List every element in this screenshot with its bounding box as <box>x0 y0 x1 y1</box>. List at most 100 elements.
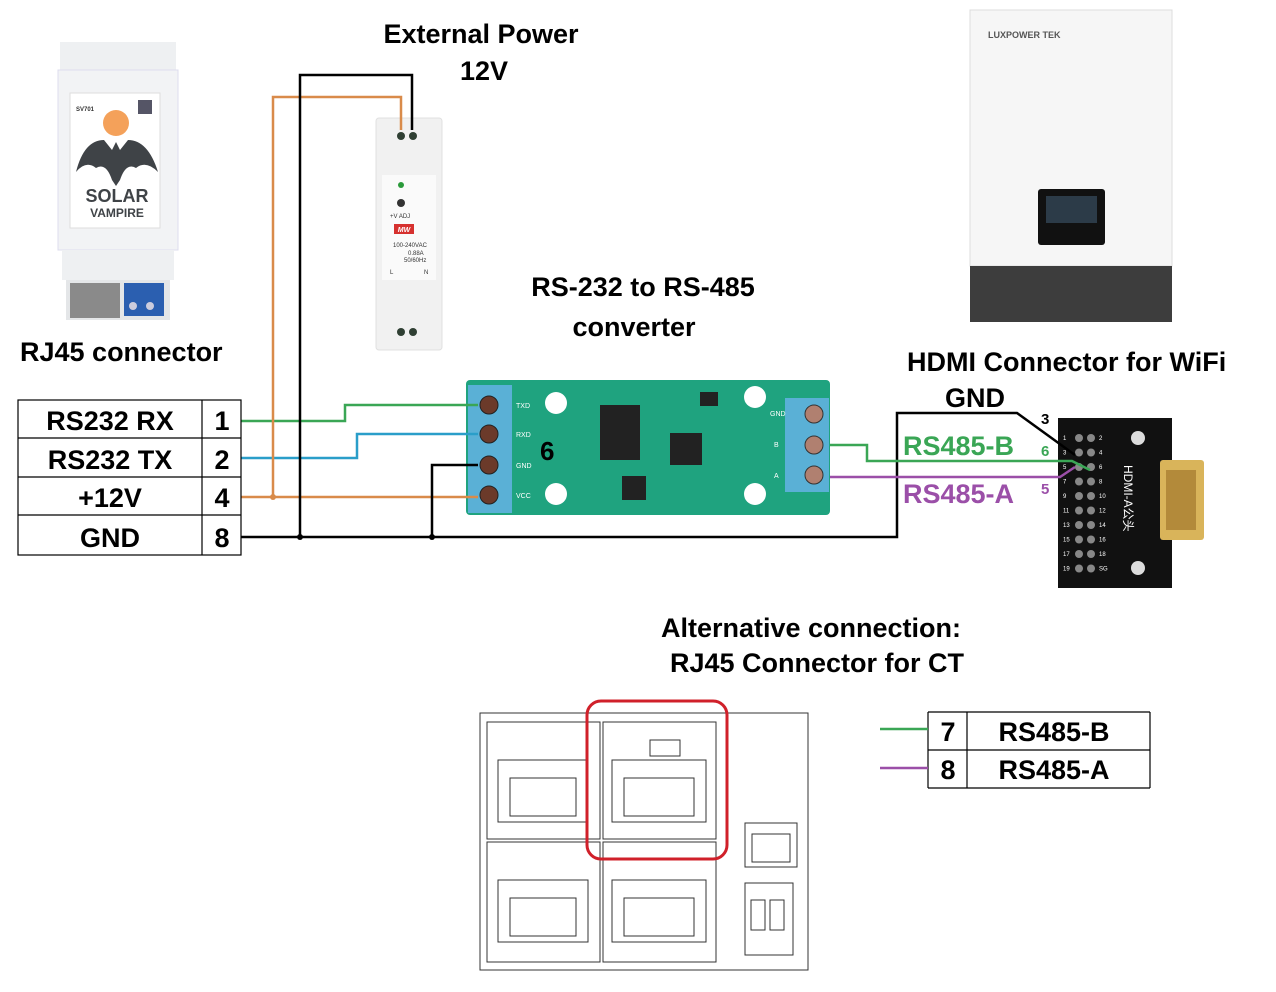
hdmi-pin-number: 15 <box>1063 538 1070 544</box>
ct-pin: 7 <box>940 717 955 747</box>
rj45-port <box>70 283 120 318</box>
meanwell-logo <box>394 224 414 234</box>
rj45-port-ct <box>611 739 707 823</box>
chip-u9 <box>622 476 646 500</box>
mounting-hole <box>744 483 766 505</box>
hdmi-pin-pad <box>1087 506 1095 515</box>
hdmi-pin-number: 17 <box>1063 552 1070 558</box>
hdmi-pin-pad <box>1087 448 1095 457</box>
alternative-title: Alternative connection: <box>661 613 961 643</box>
mounting-hole <box>545 483 567 505</box>
inverter-logo: LUXPOWER TEK <box>988 30 1061 40</box>
hdmi-pin-pad <box>1075 434 1083 442</box>
rj45-connector-title: RJ45 connector <box>20 337 223 367</box>
hdmi-pin-pad <box>1087 535 1095 544</box>
hdmi-pin-number: 11 <box>1063 509 1070 515</box>
ct-signal: RS485-A <box>998 755 1109 785</box>
solar-vampire-device: SV701 SOLAR VAMPIRE <box>57 42 179 320</box>
ct-port-highlight <box>585 699 729 861</box>
hdmi-pin-number: 1 <box>1063 436 1067 442</box>
hdmi-pin-b: 6 <box>1041 443 1049 460</box>
wire-rs485-b <box>830 443 1091 472</box>
rj45-pin: 2 <box>214 445 229 475</box>
wire-gnd-supply <box>298 73 414 537</box>
brand-vampire: VAMPIRE <box>90 206 144 220</box>
hdmi-pin-pad <box>1087 550 1095 558</box>
hdmi-pin-a: 5 <box>1041 481 1049 498</box>
alternative-subtitle: RJ45 Connector for CT <box>670 648 965 678</box>
rj45-pin: 4 <box>214 483 229 513</box>
hdmi-pin-number: 12 <box>1099 509 1106 515</box>
right-gnd-label: GND <box>770 411 786 418</box>
rj45-port-1 <box>497 759 589 823</box>
external-power-title: External Power <box>383 19 579 49</box>
rj45-pinout-table <box>17 399 242 556</box>
rj45-pin: 1 <box>214 406 229 436</box>
hdmi-pin-number: 3 <box>1063 451 1067 457</box>
b-label: B <box>774 442 779 449</box>
hdmi-pin-number: 16 <box>1099 538 1106 544</box>
hdmi-pin-pad <box>1087 434 1095 442</box>
brand-solar: SOLAR <box>86 186 149 206</box>
power-supply-device: +V ADJ MW 100-240VAC 0.88A 50/60Hz L N <box>375 117 443 351</box>
hdmi-pin-pad <box>1075 448 1083 457</box>
voltage-adjust-knob[interactable] <box>397 199 405 207</box>
inverter-device: LUXPOWER TEK <box>969 9 1173 322</box>
hdmi-pin-pad <box>1075 521 1083 529</box>
rs485-b-label: RS485-B <box>903 431 1014 461</box>
adj-label: +V ADJ <box>390 214 410 220</box>
hdmi-pin-pad <box>1075 492 1083 500</box>
rxd-label: RXD <box>516 432 531 439</box>
hdmi-pin-pad <box>1087 477 1095 486</box>
ct-pin: 8 <box>940 755 955 785</box>
rj45-signal: RS232 TX <box>48 445 173 475</box>
chip-u8 <box>670 433 702 465</box>
hdmi-pin-number: 8 <box>1099 480 1103 486</box>
wire-rs485-a <box>830 465 1076 479</box>
wire-rx <box>241 403 478 423</box>
external-power-voltage: 12V <box>460 56 508 86</box>
pin-note: 6 <box>540 436 554 466</box>
input-voltage: 100-240VAC <box>393 243 428 249</box>
mounting-hole <box>545 392 567 414</box>
wire-tx <box>241 432 478 460</box>
vcc-label: VCC <box>516 493 531 500</box>
hdmi-pin-pad <box>1075 564 1083 573</box>
hdmi-pin-number: 10 <box>1099 494 1106 500</box>
hdmi-pin-number: 19 <box>1063 567 1070 573</box>
rs485-a-label: RS485-A <box>903 479 1014 509</box>
hdmi-board-label: HDMI-A公头 <box>1121 465 1135 532</box>
qr-code-icon <box>138 100 152 114</box>
hdmi-pin-pad <box>1075 550 1083 558</box>
ct-pinout-table <box>927 711 1151 789</box>
gnd-pin-label: GND <box>516 463 532 470</box>
wire-gnd-converter <box>430 463 478 537</box>
hdmi-pin-pad <box>1087 521 1095 529</box>
hdmi-pin-number: 18 <box>1099 552 1106 558</box>
hdmi-pin-pad <box>1075 506 1083 515</box>
input-freq: 50/60Hz <box>404 258 426 264</box>
hdmi-pin-number: 6 <box>1099 465 1103 471</box>
model-label: SV701 <box>76 107 95 113</box>
hdmi-pin-number: 4 <box>1099 451 1103 457</box>
rj45-signal: RS232 RX <box>46 406 174 436</box>
rj45-signal: GND <box>80 523 140 553</box>
gnd-label: GND <box>945 383 1005 413</box>
ct-signal: RS485-B <box>998 717 1109 747</box>
chip-u7 <box>600 405 640 460</box>
meanwell-logo-text: MW <box>398 227 412 234</box>
hdmi-pin-pad <box>1087 564 1095 573</box>
terminal-block <box>124 283 164 316</box>
l-label: L <box>390 270 394 276</box>
hdmi-pin-number: 13 <box>1063 523 1070 529</box>
wire-gnd <box>241 411 1076 539</box>
rs232-rs485-converter-board: TXD RXD GND VCC 6 GND B A <box>466 380 830 515</box>
power-led <box>398 182 404 188</box>
rj45-port-3 <box>497 879 589 943</box>
bat-icon <box>76 140 158 186</box>
input-current: 0.88A <box>408 251 424 257</box>
hdmi-pin-number: 7 <box>1063 480 1067 486</box>
txd-label: TXD <box>516 403 530 410</box>
